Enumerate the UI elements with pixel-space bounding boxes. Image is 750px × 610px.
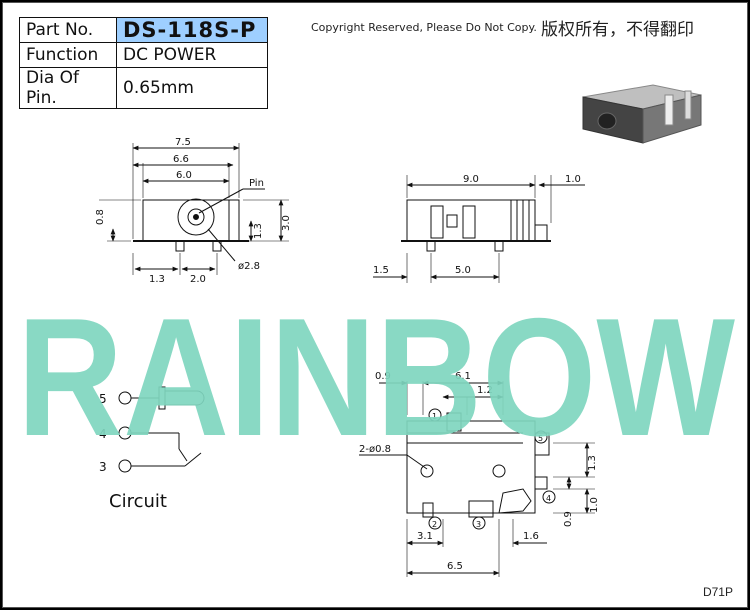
circuit-pin-label: 3 xyxy=(99,460,107,474)
dim-label: 1.0 xyxy=(589,497,600,513)
bottom-view-labels: 0.9 6.1 1.2 2-ø0.8 1.3 1.0 0.9 3.1 1.6 6… xyxy=(359,371,600,572)
dim-label: 1.6 xyxy=(523,531,539,542)
dim-label: 0.9 xyxy=(375,371,391,382)
dim-label: 1.3 xyxy=(253,223,264,239)
circuit-pin-label: 4 xyxy=(99,427,107,441)
dim-label: 1.5 xyxy=(373,265,389,276)
dim-label: 6.6 xyxy=(173,154,189,165)
circuit-title: Circuit xyxy=(109,491,167,512)
dim-label: 1.3 xyxy=(587,455,598,471)
dim-label: 1.2 xyxy=(477,385,493,396)
pin-label: Pin xyxy=(249,178,264,189)
pin-number: 2 xyxy=(432,520,437,529)
copyright-notice-cn: 版权所有，不得翻印 xyxy=(541,20,694,40)
dim-label: 7.5 xyxy=(175,137,191,148)
dim-label: 3.1 xyxy=(417,531,433,542)
dim-label: 6.1 xyxy=(455,371,471,382)
spec-row: Function DC POWER xyxy=(19,42,268,68)
dim-label: 1.0 xyxy=(565,174,581,185)
dim-label: 1.3 xyxy=(149,274,165,285)
spec-row: Dia Of Pin. 0.65mm xyxy=(19,67,268,109)
pin-number: 4 xyxy=(546,494,551,503)
dim-label: 6.5 xyxy=(447,561,463,572)
dim-label: 3.0 xyxy=(281,215,292,231)
dim-label: 2.0 xyxy=(190,274,206,285)
copyright-notice: Copyright Reserved, Please Do Not Copy. xyxy=(311,21,537,34)
spec-table: Part No. DS-118S-P Function DC POWER Dia… xyxy=(19,17,268,109)
spec-value: 0.65mm xyxy=(116,67,268,109)
dim-label: 0.8 xyxy=(95,209,106,225)
pin-number: 5 xyxy=(538,434,543,443)
product-3d-icon xyxy=(582,84,702,144)
watermark: RAINBOW xyxy=(17,283,735,471)
circuit-schematic xyxy=(118,386,205,473)
dim-label: ø2.8 xyxy=(238,261,260,272)
hole-label: 2-ø0.8 xyxy=(359,444,391,455)
dim-label: 5.0 xyxy=(455,265,471,276)
spec-label: Function xyxy=(19,42,117,68)
circuit-pin-label: 5 xyxy=(99,392,107,406)
side-view xyxy=(373,175,585,283)
circuit-labels: 5 4 3 Circuit xyxy=(99,392,167,512)
bottom-view xyxy=(359,380,595,577)
dim-label: 6.0 xyxy=(176,170,192,181)
front-view-labels: 7.5 6.6 6.0 Pin 0.8 1.3 3.0 1.3 2.0 ø2.8 xyxy=(95,137,292,285)
front-view xyxy=(99,143,289,275)
spec-row: Part No. DS-118S-P xyxy=(19,17,268,43)
drawing-code: D71P xyxy=(702,585,733,599)
spec-label: Part No. xyxy=(19,17,117,43)
pin-number: 3 xyxy=(476,520,481,529)
side-view-labels: 9.0 1.0 1.5 5.0 xyxy=(373,174,581,276)
pin-number: 1 xyxy=(432,412,437,421)
dim-label: 0.9 xyxy=(563,511,574,527)
dim-label: 9.0 xyxy=(463,174,479,185)
technical-drawing: 7.5 6.6 6.0 Pin 0.8 1.3 3.0 1.3 2.0 ø2.8 xyxy=(17,84,735,577)
part-number: DS-118S-P xyxy=(116,17,268,43)
